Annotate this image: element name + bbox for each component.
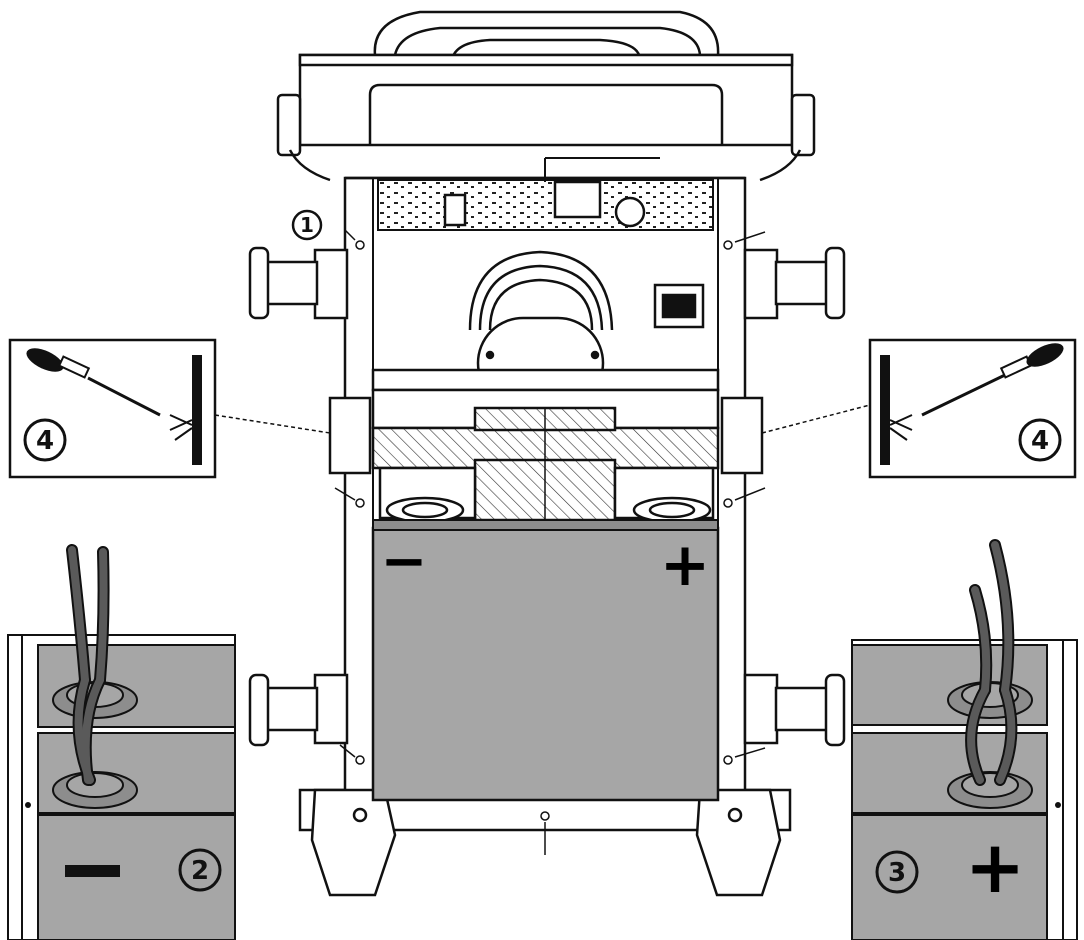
screw-icon xyxy=(169,414,193,441)
inset-screwdriver-right: 4 xyxy=(868,338,1077,479)
inset-screwdriver-left: 4 xyxy=(8,338,217,479)
callout-2: 2 xyxy=(191,856,209,886)
battery-body xyxy=(371,526,720,802)
inset-negative-terminal: 2 xyxy=(7,544,236,940)
callout-4-left: 4 xyxy=(36,426,54,456)
inset-positive-terminal: + 3 xyxy=(851,539,1078,940)
screwdriver-icon xyxy=(921,343,1064,417)
battery-plus-label: + xyxy=(660,530,710,600)
callout-3: 3 xyxy=(888,858,906,888)
wheel-icon xyxy=(248,246,846,747)
battery-minus-label: − xyxy=(381,529,428,594)
callout-1: 1 xyxy=(291,209,323,241)
inset-plus-label: + xyxy=(965,825,1025,909)
svg-text:1: 1 xyxy=(300,213,314,237)
screw-icon xyxy=(889,414,913,441)
screwdriver-icon xyxy=(26,348,161,417)
screw-points xyxy=(334,229,766,855)
callout-4-right: 4 xyxy=(1031,426,1049,456)
